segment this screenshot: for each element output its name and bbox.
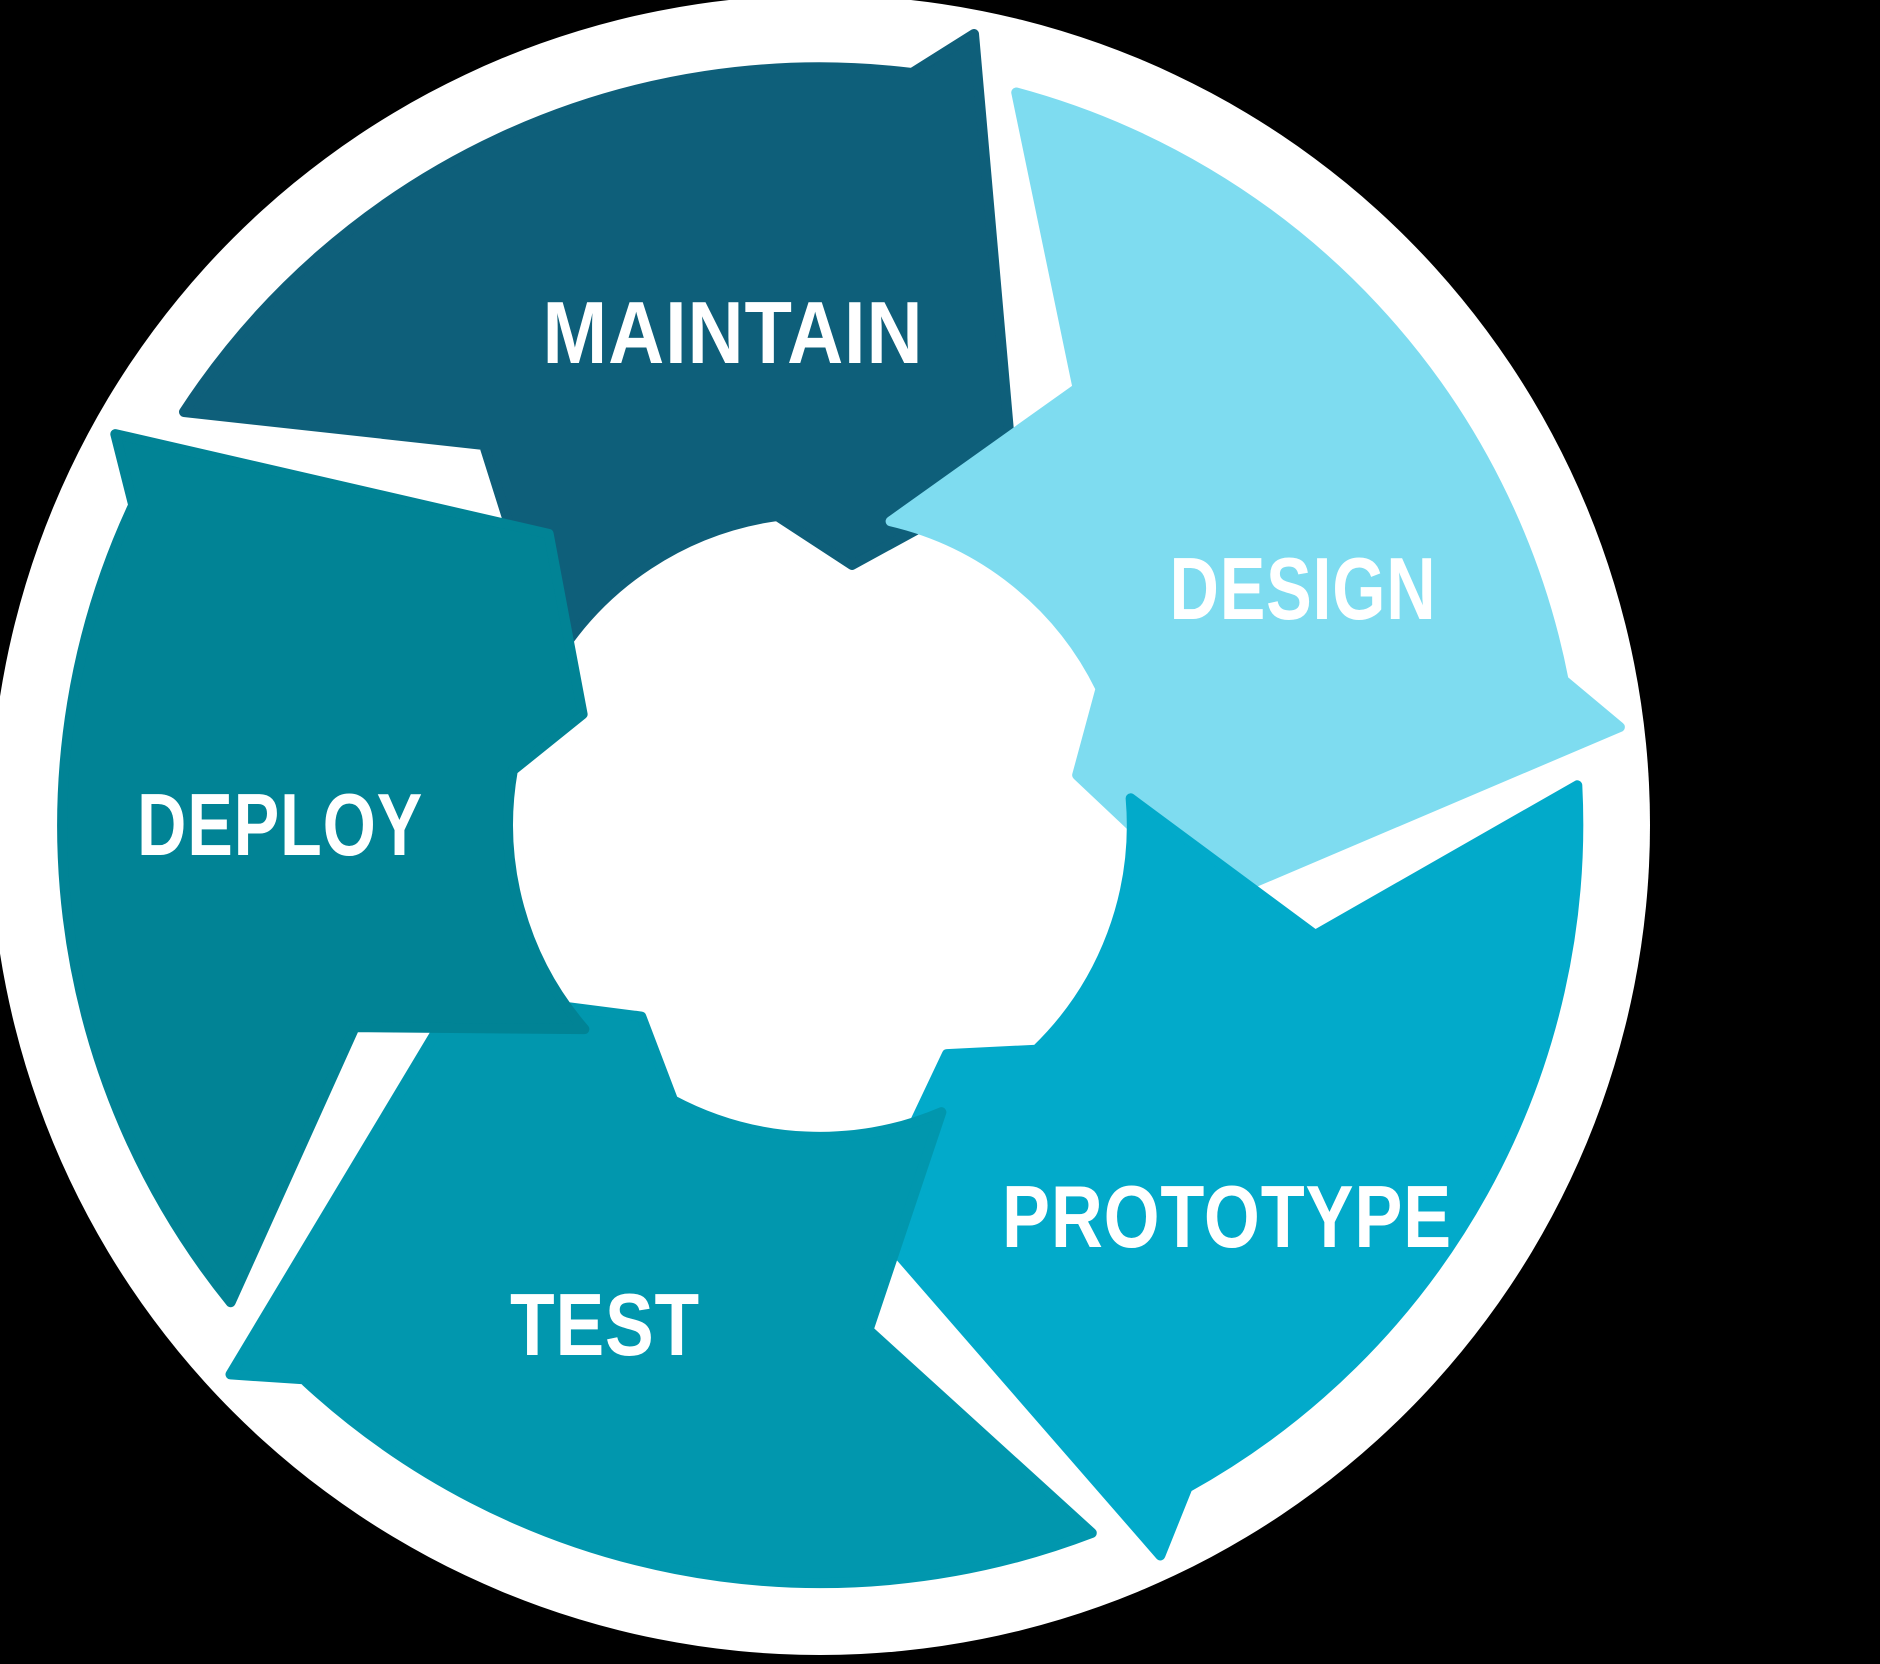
segment-maintain-label: MAINTAIN: [543, 283, 924, 382]
segment-test-label: TEST: [510, 1275, 700, 1374]
segment-prototype-label: PROTOTYPE: [1002, 1167, 1452, 1266]
segment-deploy-label: DEPLOY: [137, 775, 423, 874]
segment-design-label: DESIGN: [1170, 539, 1437, 638]
